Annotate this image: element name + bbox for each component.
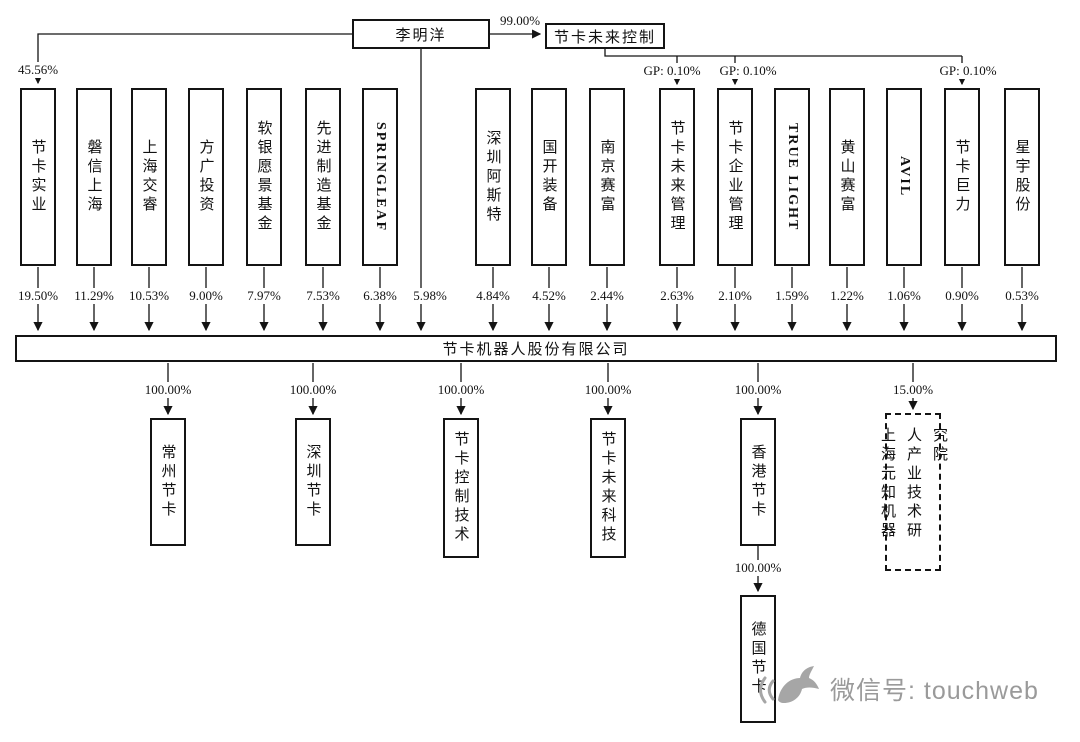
subsidiary-box: 常州节卡 — [150, 418, 186, 546]
subsidiary-box: 深圳节卡 — [295, 418, 331, 546]
sub-pct-label: 100.00% — [283, 382, 343, 398]
ownership-pct-label: 7.53% — [293, 288, 353, 304]
ownership-pct-label: 9.00% — [176, 288, 236, 304]
ownership-pct-label: 1.06% — [874, 288, 934, 304]
subsidiary-box: 香港节卡 — [740, 418, 776, 546]
ownership-pct-label: 4.84% — [463, 288, 523, 304]
ownership-pct-label: 1.22% — [817, 288, 877, 304]
subsidiary-box-germany: 德国节卡 — [740, 595, 776, 723]
gp-label-2: GP: 0.10% — [716, 63, 780, 79]
shareholder-box: 节卡巨力 — [944, 88, 980, 266]
ownership-pct-label: 10.53% — [119, 288, 179, 304]
shareholder-box: 节卡实业 — [20, 88, 56, 266]
ownership-pct-label: 1.59% — [762, 288, 822, 304]
sub-pct-label: 15.00% — [883, 382, 943, 398]
subsidiary-box-research-institute: 上海元知机器人产业技术研究院 — [879, 413, 947, 571]
ownership-pct-label: 2.44% — [577, 288, 637, 304]
ownership-pct-label: 5.98% — [403, 288, 457, 304]
shareholder-box: AVIL — [886, 88, 922, 266]
ownership-pct-label: 2.63% — [647, 288, 707, 304]
shareholder-box: 节卡企业管理 — [717, 88, 753, 266]
shareholder-box: 南京赛富 — [589, 88, 625, 266]
sub-pct-label: 100.00% — [138, 382, 198, 398]
shareholder-box: 深圳阿斯特 — [475, 88, 511, 266]
shareholder-box: 方广投资 — [188, 88, 224, 266]
box-main-company: 节卡机器人股份有限公司 — [15, 335, 1057, 362]
watermark-text: 微信号: touchweb — [830, 677, 1039, 705]
ownership-pct-label: 0.90% — [932, 288, 992, 304]
shareholder-box: 节卡未来管理 — [659, 88, 695, 266]
gp-label-3: GP: 0.10% — [936, 63, 1000, 79]
sub-pct-label: 100.00% — [728, 382, 788, 398]
ownership-pct-label: 11.29% — [64, 288, 124, 304]
ownership-pct-label: 6.38% — [350, 288, 410, 304]
shareholder-box: 上海交睿 — [131, 88, 167, 266]
dove-icon — [759, 666, 819, 704]
ownership-pct-label: 4.52% — [519, 288, 579, 304]
ownership-pct-label: 2.10% — [705, 288, 765, 304]
shareholder-box: 磐信上海 — [76, 88, 112, 266]
shareholder-box: 先进制造基金 — [305, 88, 341, 266]
sub-pct-label: 100.00% — [728, 560, 788, 576]
subsidiary-box: 节卡控制技术 — [443, 418, 479, 558]
shareholder-box: SPRINGLEAF — [362, 88, 398, 266]
subsidiary-box: 节卡未来科技 — [590, 418, 626, 558]
ownership-pct-label: 0.53% — [992, 288, 1052, 304]
box-li-mingyang: 李明洋 — [352, 19, 490, 49]
pct-label-4556: 45.56% — [8, 62, 68, 78]
watermark: 微信号: touchweb — [756, 662, 1039, 716]
ownership-pct-label: 19.50% — [8, 288, 68, 304]
shareholder-box: 软银愿景基金 — [246, 88, 282, 266]
pct-label-99: 99.00% — [499, 13, 541, 28]
shareholder-box: 国开装备 — [531, 88, 567, 266]
shareholder-box: TRUE LIGHT — [774, 88, 810, 266]
shareholder-box: 黄山赛富 — [829, 88, 865, 266]
ownership-pct-label: 7.97% — [234, 288, 294, 304]
shareholder-box: 星宇股份 — [1004, 88, 1040, 266]
sub-pct-label: 100.00% — [578, 382, 638, 398]
gp-label-1: GP: 0.10% — [640, 63, 704, 79]
sub-pct-label: 100.00% — [431, 382, 491, 398]
box-jieka-future-control: 节卡未来控制 — [545, 23, 665, 49]
